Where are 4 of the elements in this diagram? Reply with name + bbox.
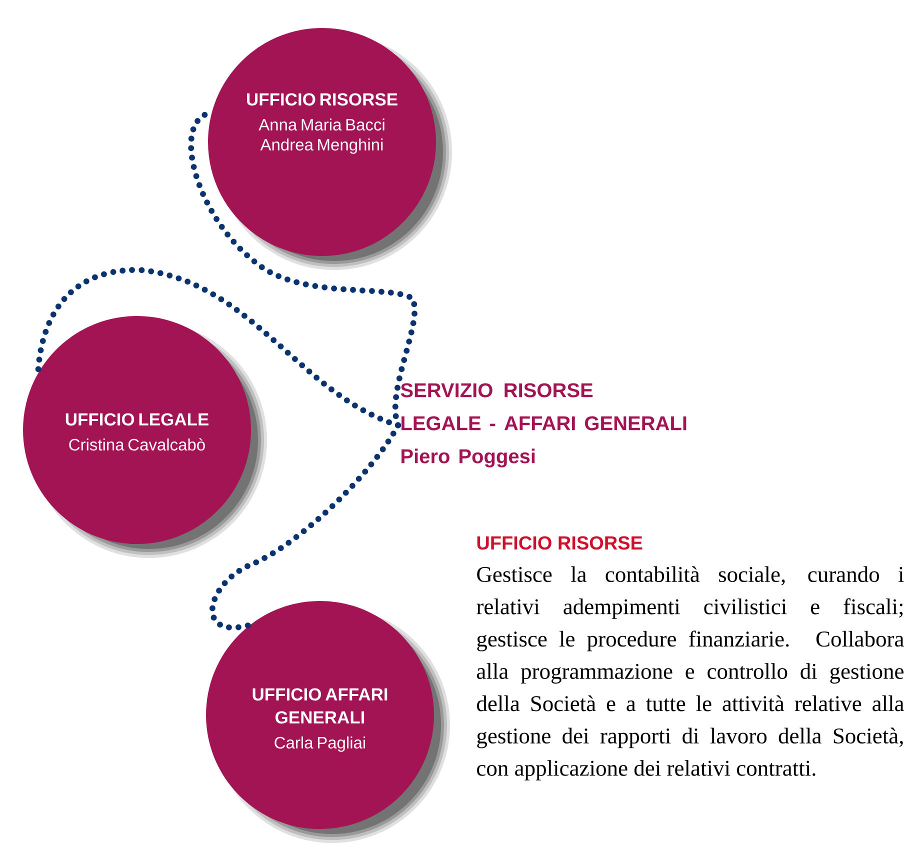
service-heading: SERVIZIO RISORSE LEGALE - AFFARI GENERALI Piero Poggesi	[400, 383, 686, 468]
description-paragraph: Gestisce la contabilità sociale, curando i relativi adempimenti civilistici e fiscali; gestisce le procedure finanziarie. Collabora alla programmazione e controllo di gestione della Società e a tutte le attività relative alla gestione dei rapporti di lavoro della Società, con applicazione dei relativi contratti.	[476, 566, 904, 780]
section-heading: UFFICIO RISORSE	[477, 536, 642, 550]
dotted-line	[209, 422, 401, 630]
